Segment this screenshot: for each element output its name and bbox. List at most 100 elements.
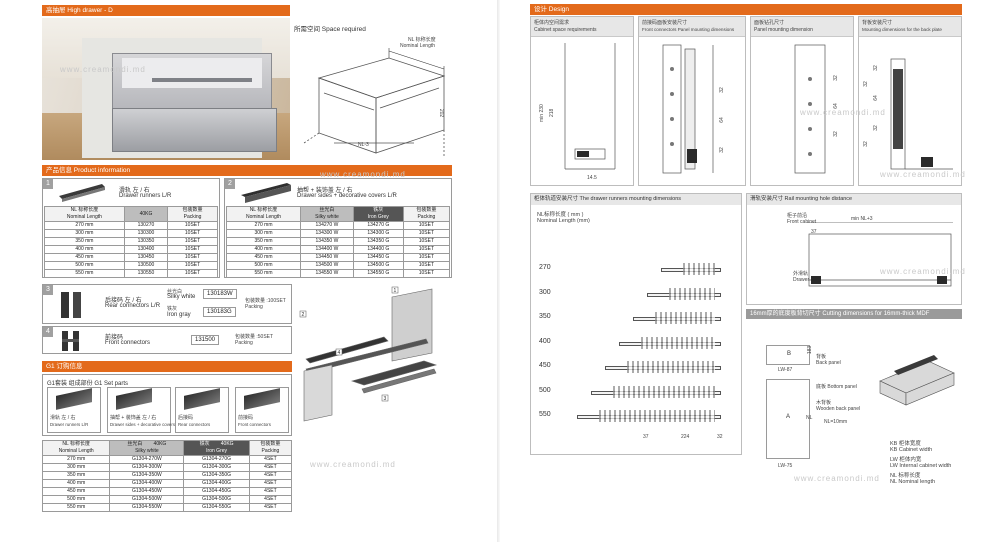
runners-mounting-cn: 柜体轨道安装尺寸 bbox=[534, 196, 579, 202]
table-cell: 134350 G bbox=[352, 237, 404, 246]
table-cell: 4SET bbox=[248, 503, 293, 512]
table-cell: 134400 G bbox=[352, 245, 404, 254]
item3-grey-en: Iron gray bbox=[167, 312, 191, 318]
cutting-lw75: LW-75 bbox=[778, 463, 793, 469]
table2-name-cn: 抽帮 + 装饰盖 左 / 右 bbox=[297, 188, 353, 194]
rail-mounting-title: 滑轨安装尺寸 Rail mounting hole distance bbox=[747, 194, 961, 205]
exploded-drawer-diagram: 1 2 3 4 bbox=[299, 286, 438, 422]
table-cell: 300 mm bbox=[44, 229, 125, 238]
table-cell: 4SET bbox=[248, 455, 293, 464]
table1-name-cn: 滑轨 左 / 右 bbox=[119, 188, 150, 194]
back-dim-64: 64 bbox=[872, 95, 879, 101]
runner-holes bbox=[669, 287, 715, 300]
table2-name-en: Drawer sides + decorative covers L/R bbox=[297, 193, 397, 199]
table-cell: 10SET bbox=[167, 237, 218, 246]
table-cell: 10SET bbox=[402, 253, 451, 262]
table-cell: 134270 W bbox=[299, 221, 354, 230]
table-cell: 130300 bbox=[123, 229, 169, 238]
front-connectors-en: Front connectors Panel mounting dimensio… bbox=[642, 27, 735, 32]
item3-grey-code: 130183G bbox=[203, 307, 236, 317]
table-cell: G1304-270W bbox=[109, 455, 185, 464]
table-cell: G1304-550W bbox=[109, 503, 185, 512]
panel-dim-32b: 32 bbox=[832, 131, 839, 137]
cutting-nl: NL bbox=[806, 415, 813, 421]
runner-length-label: 300 bbox=[539, 288, 551, 296]
table-cell: G1304-400W bbox=[109, 479, 185, 488]
g1-part-icon bbox=[244, 388, 280, 410]
table-cell: 130350 bbox=[123, 237, 169, 246]
table-cell: 400 mm bbox=[44, 245, 125, 254]
runners-dim-224: 224 bbox=[681, 434, 690, 440]
front-connectors-panel: 前接码面板安装尺寸 Front connectors Panel mountin… bbox=[638, 16, 746, 186]
table-cell: 130270 bbox=[123, 221, 169, 230]
exploded-label-3: 3 bbox=[384, 396, 387, 402]
watermark-6: www.creamondi.md bbox=[880, 267, 966, 276]
item3-white-en: Silky white bbox=[167, 294, 196, 300]
item3-white-code: 130183W bbox=[203, 289, 237, 299]
item3-white-cn: 丝光白 bbox=[167, 289, 183, 295]
table-cell: 134450 W bbox=[299, 253, 354, 262]
panel-mounting-en: Panel mounting dimension bbox=[754, 27, 813, 33]
table-cell: 130450 bbox=[123, 253, 169, 262]
nl-label-en: Nominal Length bbox=[400, 43, 436, 49]
cutting-nl10: NL=10mm bbox=[824, 419, 848, 425]
table-cell: 134500 W bbox=[299, 261, 354, 270]
back-plate-panel: 背板安装尺寸 Mounting dimensions for the back … bbox=[858, 16, 962, 186]
table-cell: G1304-500W bbox=[109, 495, 185, 504]
table-cell: 4SET bbox=[248, 495, 293, 504]
table-cell: G1304-350W bbox=[109, 471, 185, 480]
rear-connector-icon bbox=[61, 292, 81, 318]
g1-header-bar: G1 订购信息 bbox=[42, 361, 292, 372]
runner-length-label: 270 bbox=[539, 264, 551, 271]
right-header-bar: 设计 Design bbox=[530, 4, 962, 15]
table-cell: G1304-300G bbox=[183, 463, 250, 472]
table-header-cell: 铁灰 Iron Grey bbox=[352, 206, 404, 222]
cutting-back-panel: 背板 Back panel bbox=[816, 354, 841, 366]
runner-holes bbox=[641, 336, 715, 349]
g1-title: G1套装 组成部份 G1 Set parts bbox=[47, 381, 129, 387]
left-header-title: 高抽屉 High drawer - D bbox=[46, 7, 113, 14]
cabinet-space-panel: 柜体内空间需求 Cabinet space requirements min 2… bbox=[530, 16, 634, 186]
table-cell: 300 mm bbox=[226, 229, 301, 238]
cabinet-space-en: Cabinet space requirements bbox=[534, 27, 597, 33]
table-cell: 10SET bbox=[167, 245, 218, 254]
item4-index: 4 bbox=[43, 327, 53, 337]
cabinet-dim-min230: min 230 bbox=[539, 104, 545, 122]
back-dim-32a: 32 bbox=[872, 65, 879, 71]
table-cell: 4SET bbox=[248, 471, 293, 480]
table1-name-en: Drawer runners L/R bbox=[119, 193, 172, 199]
table-cell: 350 mm bbox=[44, 237, 125, 246]
table-header-cell: 40KG bbox=[123, 206, 169, 222]
table2-index: 2 bbox=[225, 179, 235, 189]
runner-holes bbox=[655, 312, 715, 324]
left-header-bar: 高抽屉 High drawer - D bbox=[42, 5, 290, 16]
back-dim-32d: 32 bbox=[862, 141, 869, 147]
dim-202: 202 bbox=[438, 108, 445, 118]
runner-length-label: 550 bbox=[539, 411, 551, 418]
g1-part-en: Drawer sides + decorative covers L/R bbox=[110, 422, 184, 427]
table-cell: 10SET bbox=[167, 229, 218, 238]
legend-line: KB 柜体宽度 bbox=[890, 441, 921, 447]
g1-part-icon bbox=[56, 388, 92, 410]
table-cell: G1304-270G bbox=[183, 455, 250, 464]
table-cell: 270 mm bbox=[41, 455, 111, 464]
table-cell: G1304-500G bbox=[183, 495, 250, 504]
table-cell: 450 mm bbox=[41, 487, 111, 496]
item4-block: 4 前接码 Front connectors 131500 包装数量 :50SE… bbox=[42, 326, 292, 354]
cutting-dim-183: 183 bbox=[807, 345, 814, 355]
bottom-panel-rect: A bbox=[766, 379, 810, 459]
g1-part-en: Drawer runners L/R bbox=[50, 422, 89, 427]
exploded-label-1: 1 bbox=[394, 288, 397, 294]
table-header-cell: 包装数量 Packing bbox=[402, 206, 451, 222]
table-cell: 400 mm bbox=[226, 245, 301, 254]
